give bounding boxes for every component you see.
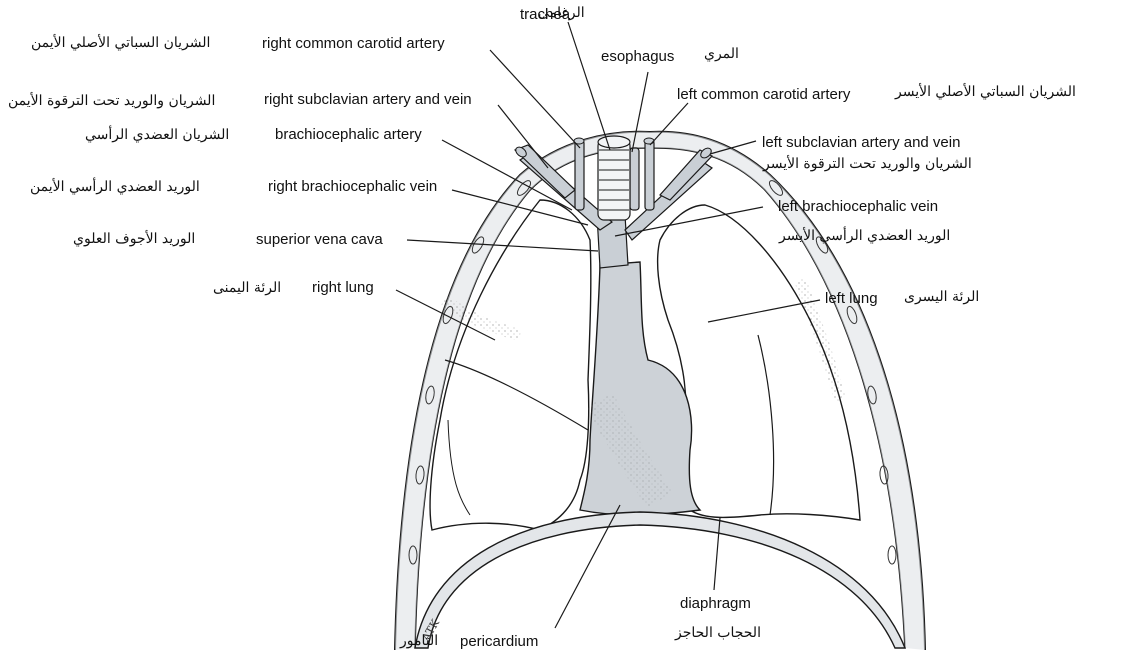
left-brachiocephalic-vein-label-ar: الوريد العضدي الرأسي الأيسر [779,229,950,243]
left-subclavian-label-en: left subclavian artery and vein [762,135,960,150]
diaphragm-label-ar: الحجاب الحاجز [675,626,761,640]
brachiocephalic-artery-label-en: brachiocephalic artery [275,127,422,142]
trachea-label-en: trachea [520,7,570,22]
right-subclavian-label-ar: الشريان والوريد تحت الترقوة الأيمن [8,94,215,108]
esophagus-label-en: esophagus [601,49,674,64]
right-brachiocephalic-vein-label-ar: الوريد العضدي الرأسي الأيمن [30,180,200,194]
left-common-carotid-label-en: left common carotid artery [677,87,850,102]
brachiocephalic-artery-label-ar: الشريان العضدي الرأسي [85,128,229,142]
right-common-carotid-label-en: right common carotid artery [262,36,445,51]
left-lung-label-ar: الرئة اليسرى [904,290,979,304]
pericardium-label-ar: التامور [400,634,438,648]
right-subclavian-label-en: right subclavian artery and vein [264,92,472,107]
superior-vena-cava-label-en: superior vena cava [256,232,383,247]
left-brachiocephalic-vein-label-en: left brachiocephalic vein [778,199,938,214]
trachea-top [598,136,630,148]
left-common-carotid-label-ar: الشريان السباتي الأصلي الأيسر [895,85,1076,99]
leader-trachea [568,22,610,150]
right-common-carotid-label-ar: الشريان السباتي الأصلي الأيمن [31,36,210,50]
esophagus-label-ar: المري [704,47,739,61]
superior-vena-cava-label-ar: الوريد الأجوف العلوي [73,232,195,246]
right-lung-label-ar: الرئة اليمنى [213,281,281,295]
right-brachiocephalic-vein-label-en: right brachiocephalic vein [268,179,437,194]
diaphragm-label-en: diaphragm [680,596,751,611]
right-lung-label-en: right lung [312,280,374,295]
left-subclavian-label-ar: الشريان والوريد تحت الترقوة الأيسر [763,157,972,171]
left-lung-label-en: left lung [825,291,878,306]
pericardium-label-en: pericardium [460,634,538,649]
diaphragm-shape [415,512,905,648]
leader-right-common-carotid [490,50,580,148]
